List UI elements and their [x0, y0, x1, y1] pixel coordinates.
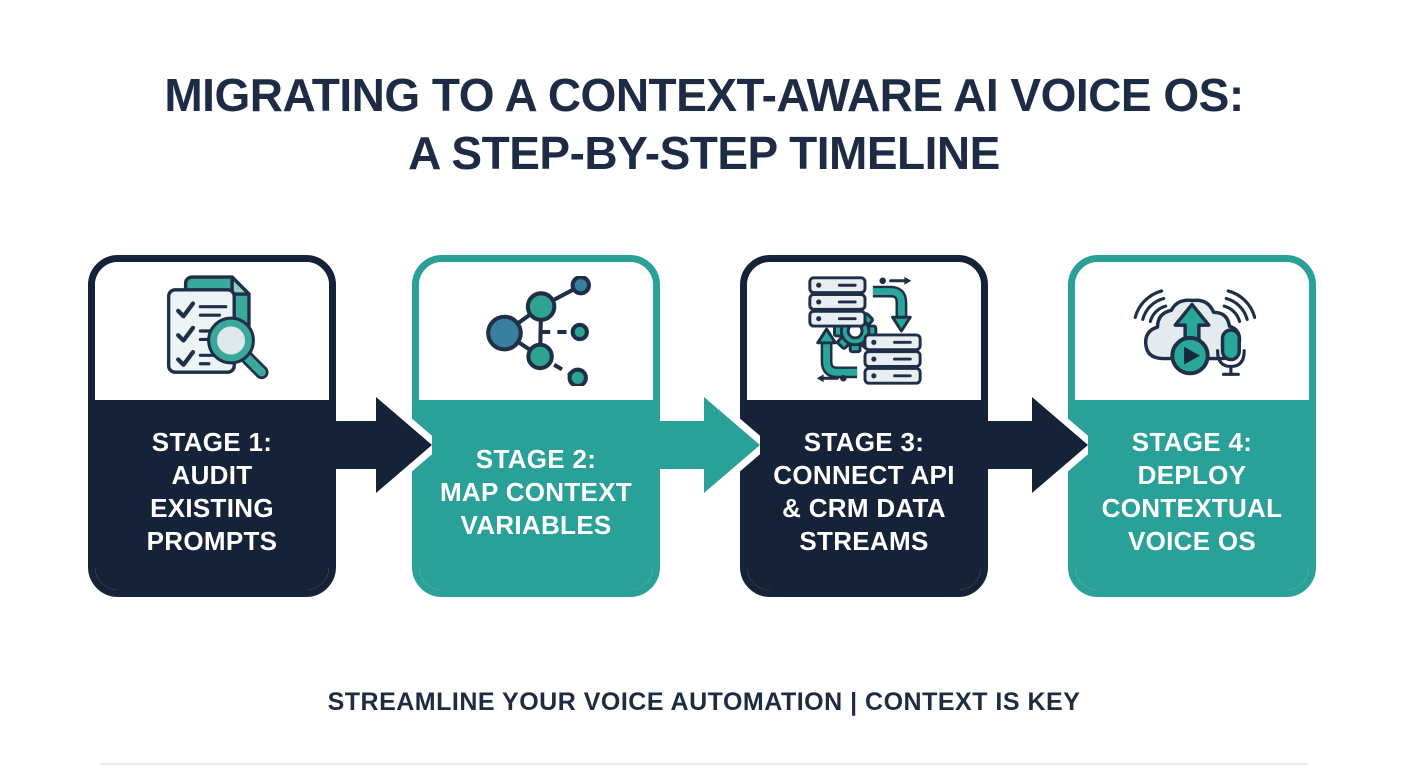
audit-checklist-magnifier-icon — [166, 275, 269, 380]
arrow-stage2-to-stage3 — [654, 397, 760, 493]
context-network-nodes-icon — [486, 276, 591, 386]
stage-2-label: STAGE 2: MAP CONTEXT VARIABLES — [419, 400, 653, 590]
stage-3-icon-panel — [747, 262, 981, 400]
stage-card-1: STAGE 1: AUDIT EXISTING PROMPTS — [88, 255, 336, 597]
stage-3-label: STAGE 3: CONNECT API & CRM DATA STREAMS — [747, 400, 981, 590]
bottom-divider — [100, 763, 1308, 765]
arrow-stage3-to-stage4 — [982, 397, 1088, 493]
stage-card-4: STAGE 4: DEPLOY CONTEXTUAL VOICE OS — [1068, 255, 1316, 597]
stage-1-label: STAGE 1: AUDIT EXISTING PROMPTS — [95, 400, 329, 590]
servers-gear-sync-icon — [808, 276, 922, 385]
stage-2-icon-panel — [419, 262, 653, 400]
stage-4-icon-panel — [1075, 262, 1309, 400]
stage-1-icon-panel — [95, 262, 329, 400]
footer-tagline: STREAMLINE YOUR VOICE AUTOMATION | CONTE… — [327, 688, 1081, 716]
stage-card-3: STAGE 3: CONNECT API & CRM DATA STREAMS — [740, 255, 988, 597]
page-title: MIGRATING TO A CONTEXT-AWARE AI VOICE OS… — [164, 69, 1244, 179]
arrow-stage1-to-stage2 — [326, 397, 432, 493]
cloud-voice-deploy-icon — [1133, 289, 1256, 376]
stage-card-2: STAGE 2: MAP CONTEXT VARIABLES — [412, 255, 660, 597]
stage-4-label: STAGE 4: DEPLOY CONTEXTUAL VOICE OS — [1075, 400, 1309, 590]
